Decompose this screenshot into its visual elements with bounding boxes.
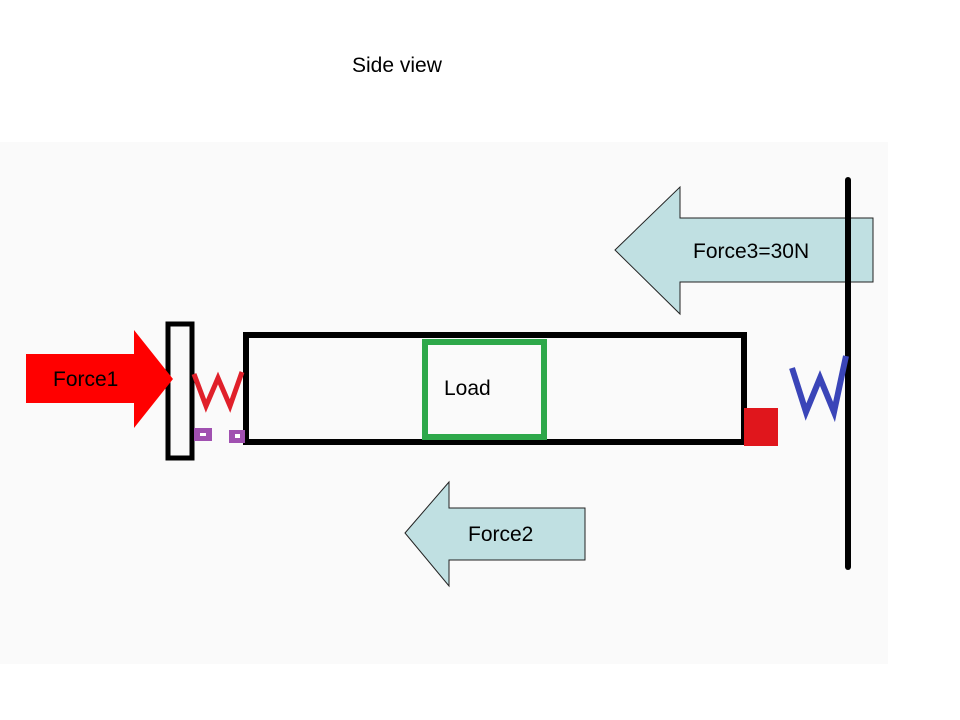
force2-label: Force2 [468, 523, 533, 546]
left-end-plate [165, 321, 195, 461]
force3-label: Force3=30N [693, 240, 809, 263]
marker-left-dot [200, 433, 206, 436]
title-label: Side view [352, 54, 443, 77]
force3-arrow [614, 185, 874, 316]
force1-arrow [26, 330, 173, 428]
right-spring [789, 355, 849, 423]
marker-right-dot [235, 434, 240, 438]
left-spring [191, 371, 245, 413]
stop-block [744, 408, 778, 446]
load-label: Load [444, 377, 491, 400]
force2-arrow [404, 480, 586, 588]
load-box [422, 339, 547, 440]
force1-label: Force1 [53, 368, 118, 391]
beam [243, 332, 747, 445]
